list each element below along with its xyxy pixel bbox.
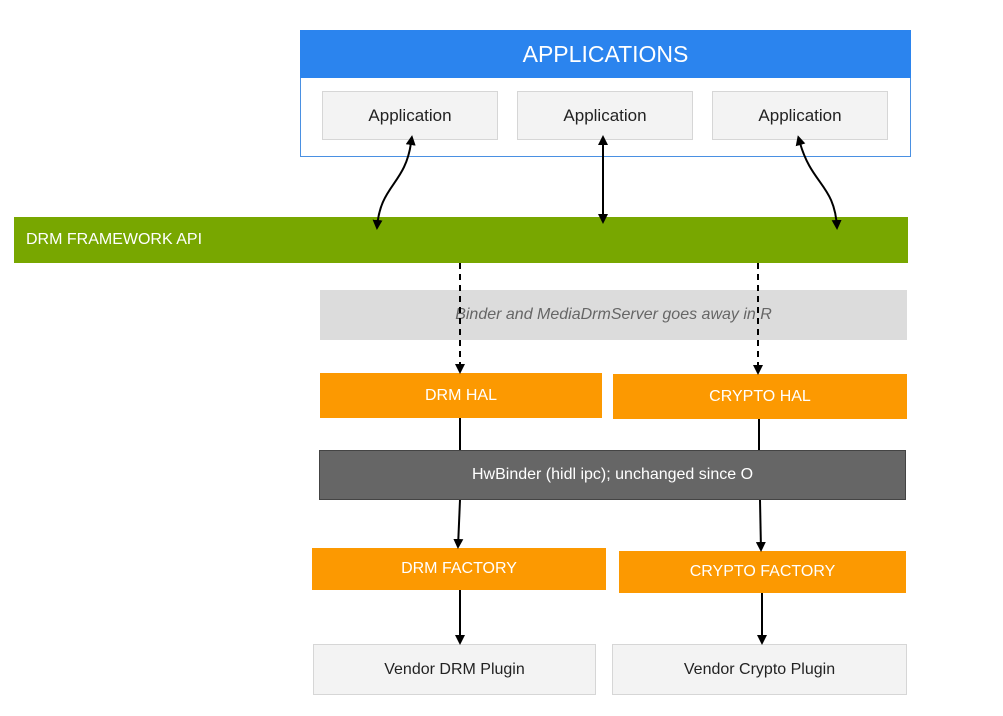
crypto-hal-box: CRYPTO HAL (613, 374, 907, 419)
arrow-hwbinder-crypto-factory (755, 499, 766, 552)
arrow-app1-framework (372, 135, 416, 230)
application-box-1: Application (322, 91, 498, 140)
applications-header: APPLICATIONS (300, 30, 911, 78)
hwbinder-box: HwBinder (hidl ipc); unchanged since O (319, 450, 906, 500)
drm-factory-box: DRM FACTORY (312, 548, 606, 590)
binder-note-box: Binder and MediaDrmServer goes away in R (320, 290, 907, 340)
drm-hal-box: DRM HAL (320, 373, 602, 418)
arrow-hwbinder-drm-factory (453, 499, 464, 549)
vendor-drm-plugin-box: Vendor DRM Plugin (313, 644, 596, 695)
arrow-app3-framework (795, 135, 842, 230)
drm-framework-api-bar: DRM FRAMEWORK API (14, 217, 908, 263)
drm-framework-api-label: DRM FRAMEWORK API (26, 231, 203, 248)
vendor-crypto-plugin-box: Vendor Crypto Plugin (612, 644, 907, 695)
crypto-factory-box: CRYPTO FACTORY (619, 551, 906, 593)
